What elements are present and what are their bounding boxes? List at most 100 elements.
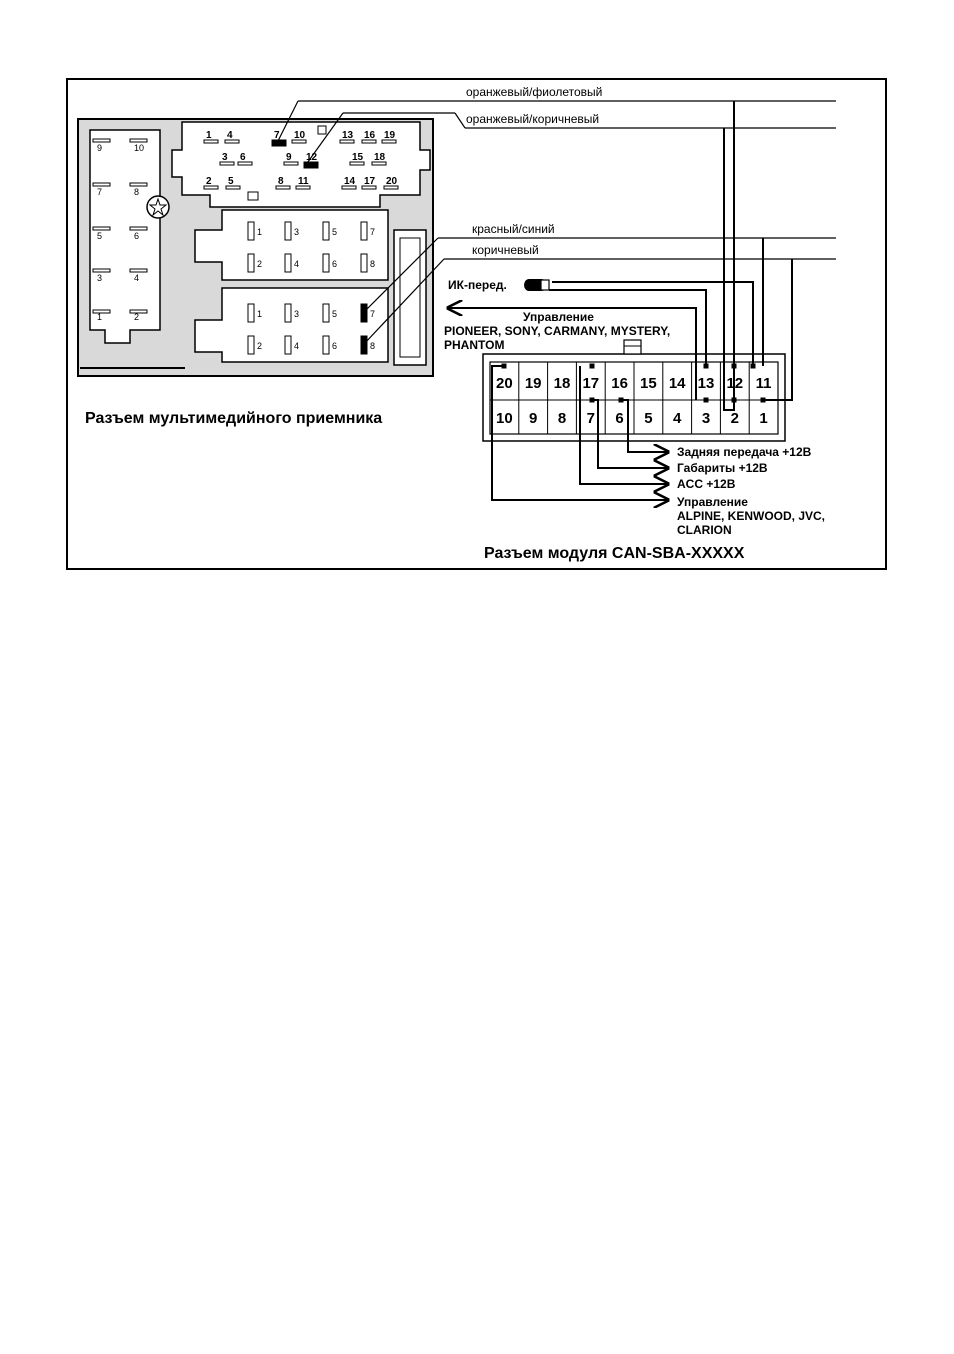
iso-lower-terminal [284,335,292,355]
module-pin-bottom: 2 [731,410,739,427]
module-pin-top: 11 [756,375,772,392]
receiver-top-pin-number: 3 [222,152,228,163]
wire-control-bottom [491,365,668,500]
module-contact-dot [703,397,709,403]
receiver-top-pin [295,185,311,190]
wire-reverse [621,399,668,452]
iso-upper-terminal-number: 3 [294,227,299,237]
label-orange-violet: оранжевый/фиолетовый [466,85,602,99]
label-control-top-title: Управление [523,310,594,324]
iso-upper-terminal-number: 8 [370,259,375,269]
receiver-top-pin [275,185,291,190]
iso-lower-terminal [322,303,330,323]
receiver-top-pin [383,185,399,190]
receiver-left-pin-number: 6 [134,231,139,241]
wire-pin1 [763,259,793,401]
receiver-left-pin [92,138,111,143]
iso-upper-terminal [247,221,255,241]
receiver-left-pin [129,226,148,231]
label-acc: ACC +12В [677,477,736,491]
module-pin-bottom: 9 [529,410,537,427]
receiver-connector: 9107856341214710131619369121518258111417… [77,118,434,377]
iso-upper-terminal [322,253,330,273]
receiver-top-pin-number: 15 [352,152,364,163]
iso-upper-terminal [322,221,330,241]
module-contact-dot [589,363,595,369]
label-control-bottom-brands-2: CLARION [677,523,732,537]
receiver-pins: 9107856341214710131619369121518258111417… [92,130,399,355]
wire-leader-orange-violet [275,100,299,146]
wire-label-lines [275,100,836,345]
iso-lower-terminal-number: 2 [257,341,262,351]
module-pin-bottom: 4 [673,410,682,427]
receiver-left-pin [129,138,148,143]
receiver-top-pin [224,139,240,144]
receiver-top-pin-number: 2 [206,176,212,187]
receiver-top-pin-number: 13 [342,130,354,141]
receiver-left-pin [129,182,148,187]
module-pin-bottom: 8 [558,410,566,427]
iso-upper-terminal-number: 5 [332,227,337,237]
label-control-top-brands-2: PHANTOM [444,338,504,352]
receiver-top-pin [349,161,365,166]
receiver-top-pin [361,139,377,144]
wire-parking [592,399,668,468]
wire-line-orange-brown-2 [454,112,466,129]
receiver-left-pin [92,268,111,273]
receiver-top-pin-number: 6 [240,152,246,163]
receiver-top-pin [219,161,235,166]
receiver-left-pin [92,182,111,187]
right-rail-inner [399,237,421,358]
iso-lower-terminal [360,335,368,355]
iso-lower-terminal-number: 8 [370,341,375,351]
iso-lower-block [194,287,389,363]
module-pin-top: 16 [611,375,628,392]
receiver-top-pin-number: 10 [294,130,306,141]
module-pin-bottom: 10 [496,410,513,427]
receiver-left-pin-number: 1 [97,312,102,322]
receiver-top-pin-number: 1 [206,130,212,141]
iso-lower-terminal [247,335,255,355]
label-reverse: Задняя передача +12В [677,445,812,459]
receiver-top-pin [237,161,253,166]
iso-lower-terminal [360,303,368,323]
receiver-left-pin-number: 5 [97,231,102,241]
iso-lower-terminal-number: 6 [332,341,337,351]
label-parking-lights: Габариты +12В [677,461,768,475]
iso-upper-terminal [360,221,368,241]
label-control-top-brands-1: PIONEER, SONY, CARMANY, MYSTERY, [444,324,670,338]
latch-screw-star [148,197,168,217]
receiver-left-pin-number: 7 [97,187,102,197]
module-pin-top: 13 [698,375,715,392]
wire-leader-red-blue [363,237,439,313]
iso-lower-terminal [322,335,330,355]
latch-screw [146,195,170,219]
receiver-top-pin [381,139,397,144]
receiver-top-pin [283,161,299,166]
wire-ir [552,281,754,366]
receiver-left-pin-number: 10 [134,143,144,153]
receiver-caption: Разъем мультимедийного приемника [85,410,382,427]
receiver-left-pin-number: 8 [134,187,139,197]
wire-acc [579,366,668,484]
iso-lower-terminal-number: 1 [257,309,262,319]
receiver-top-pin-number: 18 [374,152,386,163]
receiver-left-pin-number: 3 [97,273,102,283]
module-pin-top: 15 [640,375,657,392]
receiver-left-pin-number: 4 [134,273,139,283]
iso-lower-terminal [284,303,292,323]
receiver-top-pin [291,139,307,144]
iso-upper-terminal [247,253,255,273]
iso-upper-terminal [284,253,292,273]
module-pin-bottom: 6 [615,410,623,427]
iso-lower-terminal-number: 5 [332,309,337,319]
receiver-top-pin [225,185,241,190]
iso-upper-terminal-number: 2 [257,259,262,269]
label-ir-transmitter: ИК-перед. [448,278,507,292]
receiver-top-pin-number: 4 [227,130,233,141]
label-orange-brown: оранжевый/коричневый [466,112,599,126]
module-pin-top: 17 [582,375,599,392]
